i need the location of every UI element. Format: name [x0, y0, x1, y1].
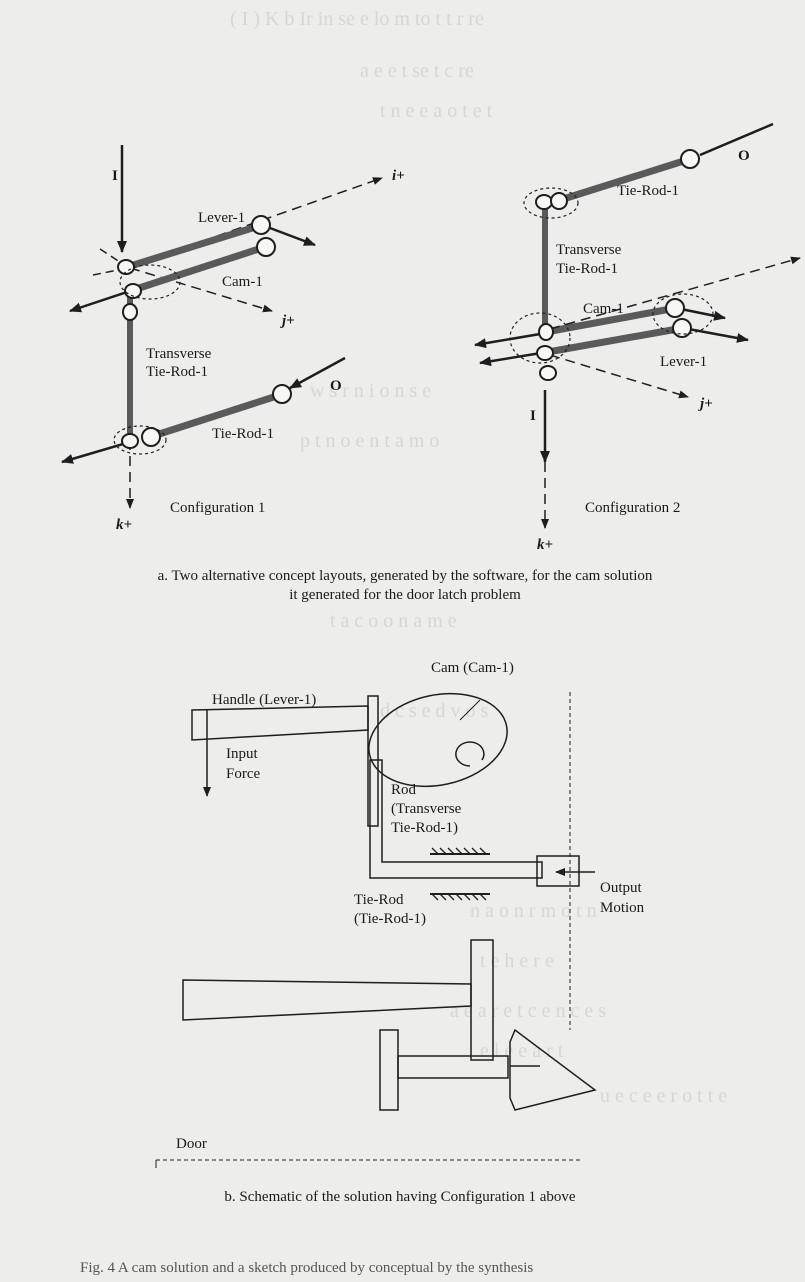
- label-tierod-b1: Tie-Rod: [354, 892, 404, 908]
- label-lever: Lever-1: [198, 210, 246, 226]
- cam-bar: [129, 242, 272, 294]
- label-door: Door: [176, 1136, 207, 1152]
- label-axis-k-2: k+: [537, 537, 554, 553]
- label-rod-1: Rod: [391, 782, 417, 798]
- label-output-2: Motion: [600, 900, 645, 916]
- joint: [272, 384, 292, 404]
- label-transverse-1: Transverse: [146, 346, 212, 362]
- cam-shape: [368, 692, 508, 788]
- joint: [536, 345, 554, 361]
- figure-b-caption: b. Schematic of the solution having Conf…: [224, 1189, 576, 1205]
- door-latch-rod: [397, 1055, 509, 1079]
- rod-shape: [369, 759, 543, 879]
- figure-a-caption-line1: a. Two alternative concept layouts, gene…: [157, 568, 653, 584]
- axis-j: [129, 267, 273, 313]
- joint: [122, 303, 138, 321]
- output-arrow-O2: [699, 122, 774, 157]
- lever-bar: [123, 221, 266, 271]
- lever-arrow-2: [682, 326, 749, 343]
- bg-line: u e c e e r o t t e: [600, 1085, 728, 1107]
- configuration-1-diagram: [61, 145, 383, 509]
- bg-line: t e h e r e: [480, 950, 554, 972]
- joint: [550, 192, 568, 210]
- label-axis-j: j+: [282, 313, 295, 329]
- handle-shape: [191, 705, 369, 741]
- door-bolt: [509, 1028, 597, 1111]
- joint: [121, 433, 139, 449]
- label-cam: Cam-1: [222, 274, 263, 290]
- lever-post: [367, 695, 379, 827]
- axis-i-2: [549, 256, 801, 330]
- joint: [124, 283, 142, 299]
- bg-line: ( I ) K b Ir in se e lo m to t t r re: [230, 8, 484, 30]
- tierod-arrow-left: [61, 440, 131, 464]
- label-axis-i: i+: [392, 168, 405, 184]
- label-rod-3: Tie-Rod-1): [391, 820, 458, 836]
- cam-arrow-left: [69, 288, 134, 313]
- axis-neg2: [92, 269, 119, 276]
- label-axis-j-2: j+: [700, 396, 713, 412]
- joint: [538, 323, 554, 341]
- label-input-I2: I: [530, 408, 536, 424]
- label-input-1: Input: [226, 746, 258, 762]
- config-1-title: Configuration 1: [170, 500, 266, 516]
- figure-a-drawing: [61, 122, 801, 529]
- label-tierod: Tie-Rod-1: [212, 426, 274, 442]
- label-tierod-b2: (Tie-Rod-1): [354, 911, 426, 927]
- axis-j-2: [549, 354, 689, 399]
- lever-bar-2: [544, 324, 687, 356]
- door-handle-shape: [182, 979, 472, 1021]
- bg-line: d c s e d v o s: [380, 700, 489, 722]
- configuration-2-diagram: [474, 122, 801, 529]
- footer-text: Fig. 4 A cam solution and a sketch produ…: [80, 1260, 534, 1276]
- label-transverse-2-2: Tie-Rod-1: [556, 261, 618, 277]
- joint: [141, 427, 161, 447]
- label-input-2: Force: [226, 766, 261, 782]
- door-latch-block: [379, 1029, 399, 1111]
- label-rod-2: (Transverse: [391, 801, 462, 817]
- rotation-arrow: [455, 741, 485, 767]
- axis-neg: [99, 248, 127, 267]
- bg-line: t a c o o n a m e: [330, 610, 457, 632]
- joint: [256, 237, 276, 257]
- joint: [680, 149, 700, 169]
- tierod-bar-2: [553, 155, 694, 205]
- lever-arrow: [261, 223, 316, 247]
- joint: [539, 365, 557, 381]
- bg-line: a e e t se t c re: [360, 60, 474, 82]
- figure-a-caption: a. Two alternative concept layouts, gene…: [40, 567, 770, 605]
- figure-a-caption-line2: it generated for the door latch problem: [289, 587, 521, 603]
- label-input-I: I: [112, 168, 118, 184]
- label-output-O2: O: [738, 148, 750, 164]
- left-arrow-2b: [479, 351, 542, 367]
- joint: [665, 298, 685, 318]
- bg-line: n a o n r m o t n: [470, 900, 597, 922]
- label-cam-2: Cam-1: [583, 301, 624, 317]
- joint: [251, 215, 271, 235]
- label-transverse-2-1: Transverse: [556, 242, 622, 258]
- output-arrow-O: [289, 356, 346, 390]
- bg-line: t n e e a o t e t: [380, 100, 493, 122]
- label-cam-b: Cam (Cam-1): [431, 660, 514, 676]
- output-housing: [536, 855, 580, 887]
- bg-line: w s r n i o n s e: [310, 380, 432, 402]
- bg-line: p t n o e n t a m o: [300, 430, 440, 452]
- label-output-O: O: [330, 378, 342, 394]
- label-lever-2: Lever-1: [660, 354, 708, 370]
- label-transverse-2: Tie-Rod-1: [146, 364, 208, 380]
- label-output-1: Output: [600, 880, 642, 896]
- door-post: [470, 939, 494, 1061]
- tierod-bar: [146, 390, 287, 441]
- bg-line: a e a r e t c e n c e s: [450, 1000, 607, 1022]
- config-2-title: Configuration 2: [585, 500, 681, 516]
- label-handle-b: Handle (Lever-1): [212, 692, 317, 708]
- joint: [672, 318, 692, 338]
- label-tierod-2: Tie-Rod-1: [617, 183, 679, 199]
- label-axis-k: k+: [116, 517, 133, 533]
